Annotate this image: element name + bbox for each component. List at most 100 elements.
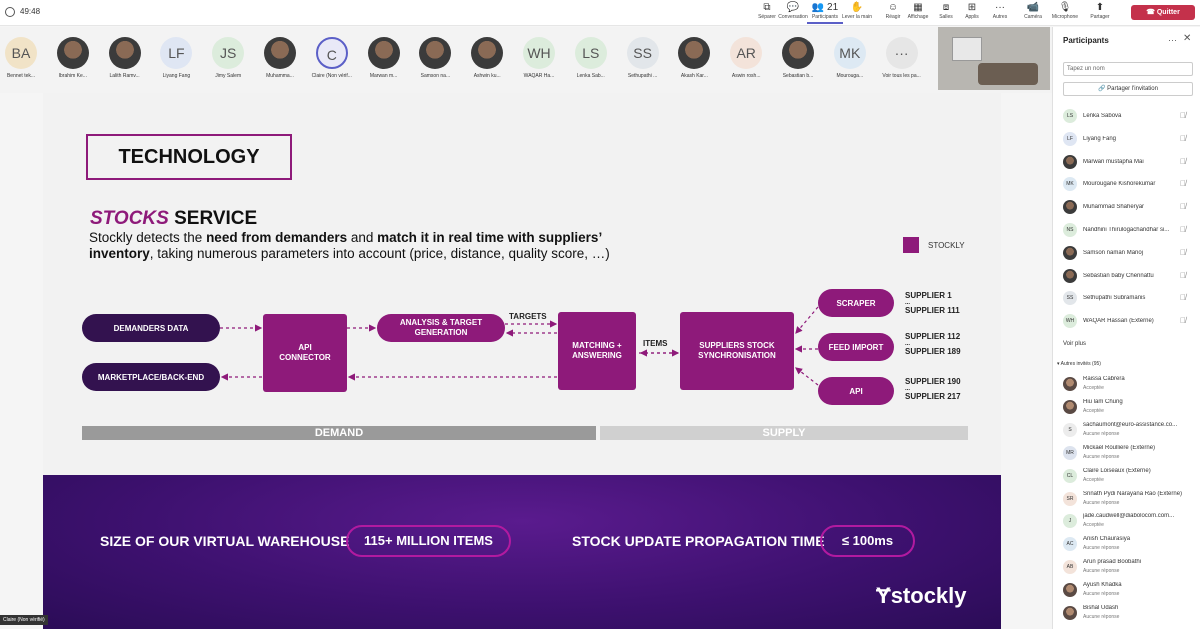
guest-status: Acceptée <box>1083 476 1104 483</box>
toolbar-chat-button[interactable]: 💬Conversation <box>775 2 811 24</box>
guest-status: Acceptée <box>1083 407 1104 414</box>
muted-mic-icon: 🎙̸ <box>1180 202 1186 212</box>
attendee-avatar[interactable] <box>56 37 89 69</box>
service-description: Stockly detects the need from demanders … <box>89 230 610 261</box>
guest-avatar: CL <box>1063 468 1077 483</box>
metrics-slide <box>43 475 1001 629</box>
marketplace-node: MARKETPLACE/BACK-END <box>82 363 220 391</box>
guest-avatar <box>1063 377 1077 391</box>
toolbar-raise-hand-button[interactable]: ✋Lever la main <box>839 2 875 24</box>
leave-button[interactable]: ☎ Quitter <box>1131 5 1195 20</box>
search-input[interactable]: Tapez un nom <box>1063 62 1193 76</box>
room-video[interactable] <box>938 27 1050 90</box>
warehouse-value: 115+ MILLION ITEMS <box>346 525 511 557</box>
toolbar-split-button[interactable]: ⧉Séparer <box>749 2 785 24</box>
attendee-avatar[interactable]: SS <box>626 37 659 69</box>
attendee-avatar[interactable]: ··· <box>885 37 918 69</box>
guest-avatar: SR <box>1063 491 1077 506</box>
guest-avatar <box>1063 399 1077 414</box>
supplier-group-3: SUPPLIER 190...SUPPLIER 217 <box>905 377 961 401</box>
toolbar-microphone-button[interactable]: 🎙Microphone <box>1047 2 1083 24</box>
participant-name: Sebastian baby Chennattu <box>1083 272 1154 279</box>
guest-status: Acceptée <box>1083 522 1104 529</box>
toolbar-share-button[interactable]: ⬆Partager <box>1082 2 1118 24</box>
toolbar-view-button[interactable]: ▦Affichage <box>900 2 936 24</box>
raise-hand-icon: ✋ <box>850 2 864 13</box>
participant-name: Marwan mustapha Mai <box>1083 158 1144 165</box>
guest-name: Hiu lam Chung <box>1083 398 1123 405</box>
guest-avatar: AB <box>1063 560 1077 575</box>
targets-label: TARGETS <box>509 312 547 321</box>
participant-row[interactable]: Sebastian baby Chennattu 🎙̸ <box>1063 267 1198 287</box>
toolbar-label: Partager <box>1090 14 1110 20</box>
participant-row[interactable]: Marwan mustapha Mai🎙̸ <box>1063 153 1198 173</box>
participant-row[interactable]: Samson naman Manoj🎙̸ <box>1063 244 1198 264</box>
attendee-avatar[interactable]: JS <box>212 37 245 69</box>
attendee-name: Mourouga... <box>836 73 864 79</box>
toolbar-rooms-button[interactable]: ⧈Salles <box>928 2 964 24</box>
muted-mic-icon: 🎙̸ <box>1180 247 1186 257</box>
attendee-avatar[interactable] <box>108 37 141 69</box>
presenter-caption: Claire (Non vérifié) <box>0 615 48 625</box>
attendee-avatar[interactable] <box>471 37 504 69</box>
participant-avatar: SS <box>1063 291 1077 306</box>
toolbar-react-button[interactable]: ☺Réagir <box>875 2 911 24</box>
toolbar-more-button[interactable]: ···Autres <box>982 2 1018 24</box>
attendee-avatar[interactable] <box>678 37 711 69</box>
items-label: ITEMS <box>643 339 668 348</box>
attendee-name: Liyang Fang <box>162 73 191 79</box>
demanders-data-node: DEMANDERS DATA <box>82 314 220 342</box>
service-heading: STOCKS SERVICE <box>90 208 258 229</box>
attendee-avatar[interactable]: C <box>315 37 348 69</box>
toolbar-camera-button[interactable]: 📹Caméra <box>1015 2 1051 24</box>
attendee-avatar[interactable] <box>367 37 400 69</box>
participant-avatar: NS <box>1063 223 1077 237</box>
guest-status: Aucune réponse <box>1083 499 1120 506</box>
attendee-avatar[interactable] <box>264 37 296 69</box>
see-more-link[interactable]: Voir plus <box>1063 341 1087 347</box>
attendee-avatar[interactable] <box>419 37 452 69</box>
toolbar-apps-button[interactable]: ⊞Applis <box>954 2 990 24</box>
guest-avatar <box>1063 583 1077 598</box>
attendee-name: Marwan m... <box>369 73 398 79</box>
close-icon[interactable]: ✕ <box>1183 33 1192 44</box>
toolbar-label: Lever la main <box>841 14 872 20</box>
muted-mic-icon: 🎙̸ <box>1180 270 1186 280</box>
meeting-timer: 49:48 <box>20 7 41 16</box>
attendee-avatar[interactable]: MK <box>833 37 866 69</box>
attendee-avatar[interactable]: AR <box>730 37 763 69</box>
attendee-avatar[interactable] <box>782 37 814 69</box>
other-guests-header[interactable]: ▾ Autres invités (95) <box>1057 361 1101 367</box>
attendee-avatar[interactable]: BA <box>5 37 37 69</box>
attendee-name: Claire (Non vérif... <box>311 73 352 79</box>
guest-name: Arun prasad Boobathi <box>1083 559 1142 566</box>
attendee-avatar[interactable]: LF <box>160 37 193 69</box>
participant-avatar <box>1063 154 1077 169</box>
supplier-group-1: SUPPLIER 1...SUPPLIER 111 <box>905 291 960 315</box>
attendee-avatar[interactable]: LS <box>574 37 607 69</box>
more-options-icon[interactable]: ··· <box>1168 35 1177 45</box>
participant-row[interactable]: Muhammad Shaheryar🎙̸ <box>1063 198 1198 218</box>
attendee-avatar[interactable]: WH <box>523 37 555 69</box>
attendee-name: Sebastian b... <box>782 73 814 79</box>
share-invite-button[interactable]: 🔗 Partager l'invitation <box>1063 82 1193 96</box>
participant-name: WAQAR Hassan (Externe) <box>1083 318 1154 325</box>
